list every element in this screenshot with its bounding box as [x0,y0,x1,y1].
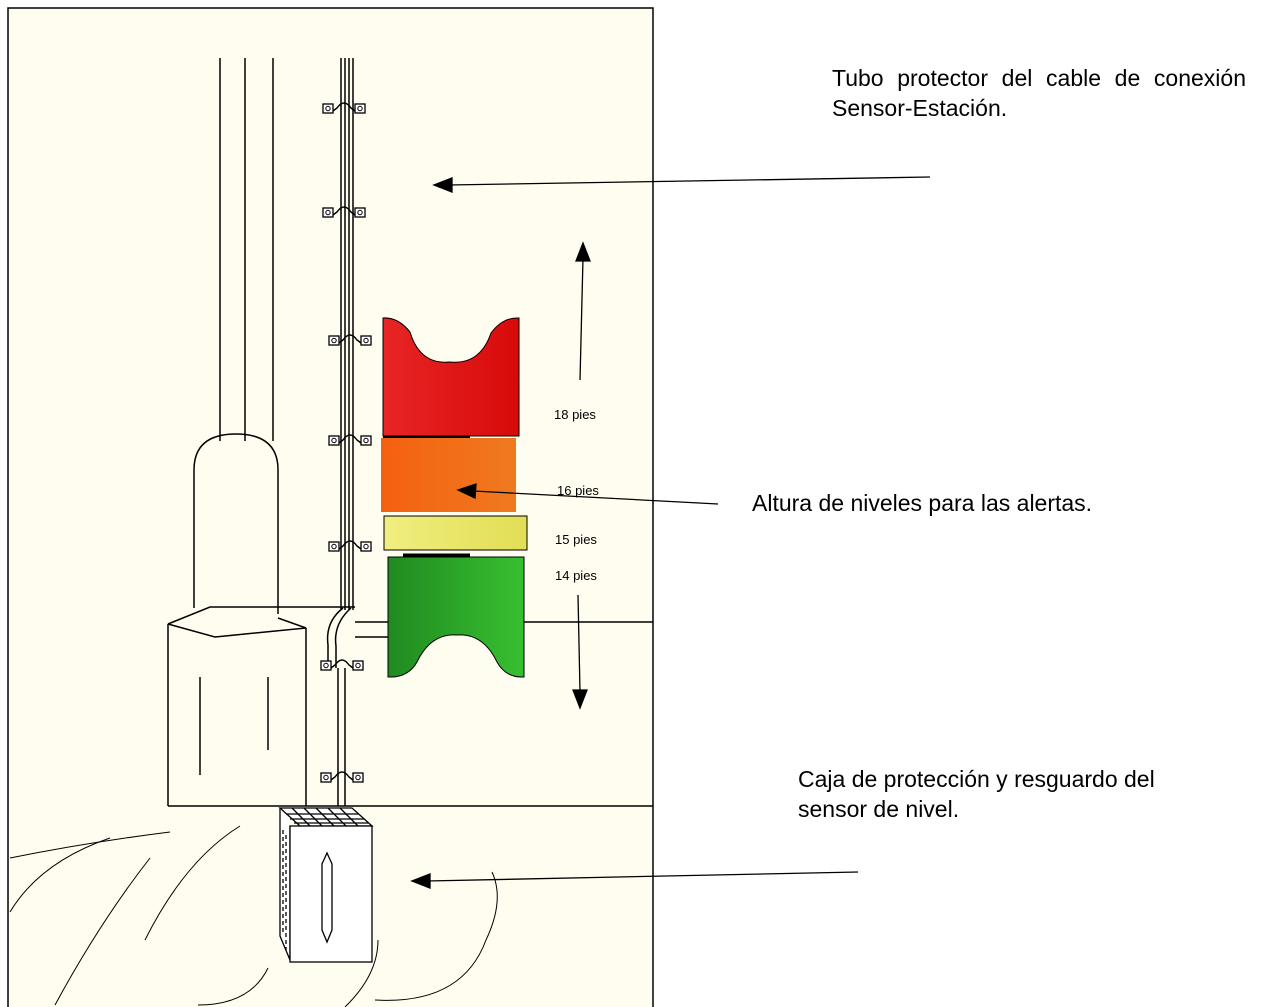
level-label-16: 16 pies [557,483,599,498]
support-pipe [193,58,279,614]
callout-cable-tube-text: Tubo protector del cable de conexión Sen… [832,65,1246,121]
alert-level-bars [381,317,528,678]
callout-sensor-box: Caja de protección y resguardo del senso… [798,764,1216,824]
level-bar-18 [382,317,520,437]
level-bar-14 [387,556,525,678]
callout-cable-tube: Tubo protector del cable de conexión Sen… [832,63,1246,123]
cable-tube [326,58,354,806]
level-label-14: 14 pies [555,568,597,583]
water-flow-lines [9,825,498,1007]
level-label-18: 18 pies [554,407,596,422]
callout-sensor-box-text: Caja de protección y resguardo del senso… [798,766,1155,822]
callout-alert-levels-text: Altura de niveles para las alertas. [752,490,1093,516]
callout-arrows [410,176,931,889]
level-bar-15 [383,515,528,551]
callout-alert-levels: Altura de niveles para las alertas. [752,488,1188,518]
level-sensor [278,807,374,963]
level-label-15: 15 pies [555,532,597,547]
level-bar-16 [381,438,516,512]
